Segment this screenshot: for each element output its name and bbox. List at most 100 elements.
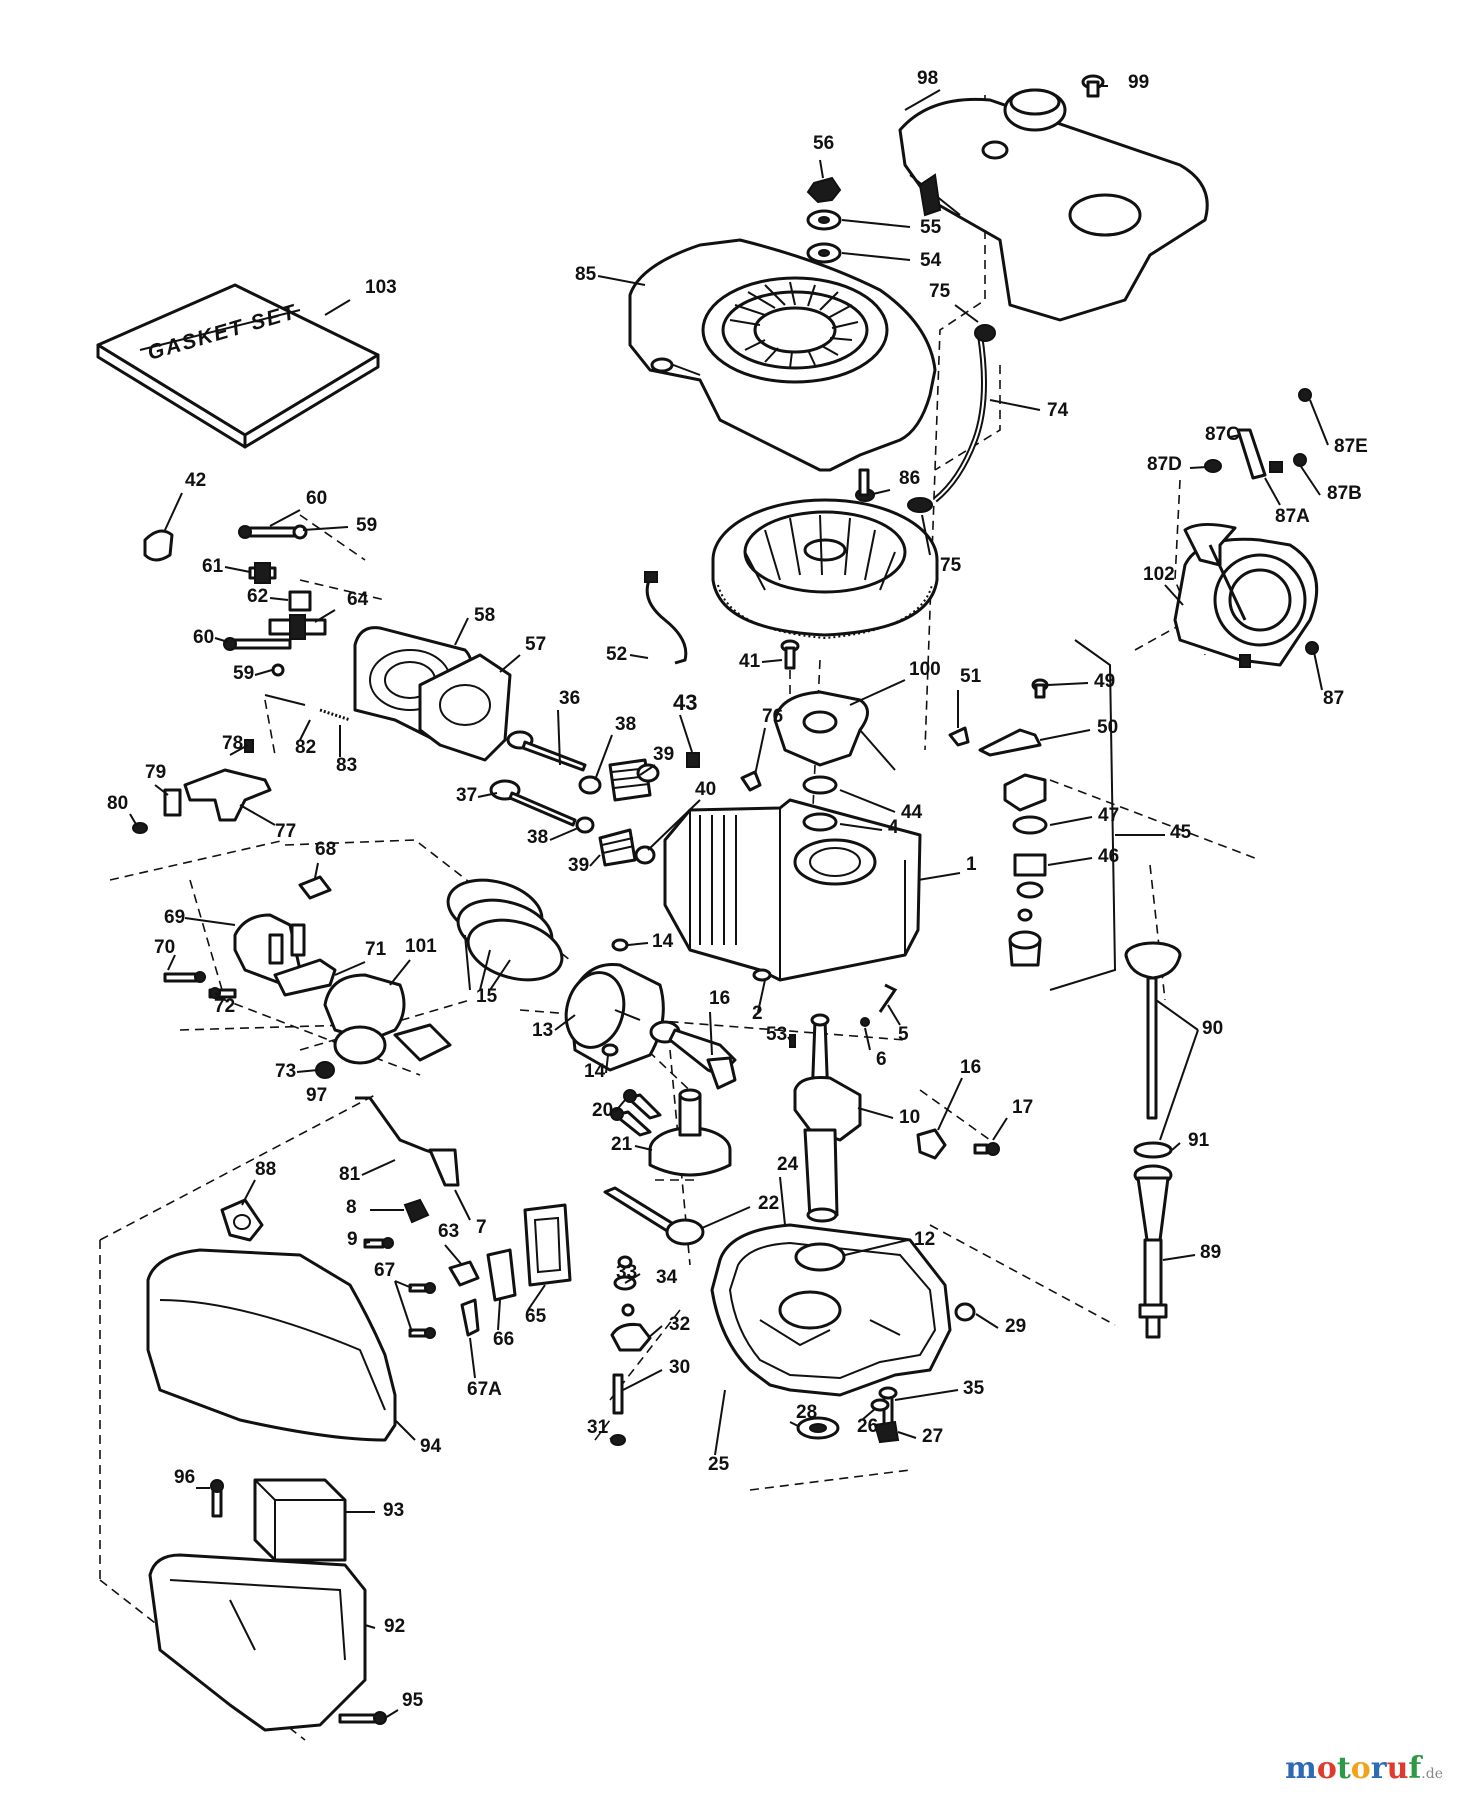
assembly-45-bracket bbox=[1049, 639, 1117, 991]
callout-39: 39 bbox=[653, 744, 674, 765]
crankcase-sump bbox=[710, 1223, 952, 1397]
watermark-letter: m bbox=[1285, 1751, 1317, 1786]
callout-60: 60 bbox=[306, 488, 327, 509]
callout-37: 37 bbox=[456, 785, 477, 806]
callout-67: 67 bbox=[374, 1260, 395, 1281]
callout-79: 79 bbox=[145, 762, 166, 783]
callout-72: 72 bbox=[214, 996, 235, 1017]
callout-53: 53 bbox=[766, 1024, 787, 1045]
callout-83: 83 bbox=[336, 755, 357, 776]
callout-95: 95 bbox=[402, 1690, 424, 1711]
callout-67A: 67A bbox=[467, 1379, 502, 1400]
callout-45: 45 bbox=[1170, 822, 1192, 843]
crankshaft bbox=[793, 1013, 862, 1223]
engine-shroud-top bbox=[898, 88, 1209, 322]
watermark-letter: u bbox=[1386, 1751, 1409, 1786]
screw-99 bbox=[1081, 74, 1105, 98]
governor-assembly bbox=[948, 678, 1049, 967]
starter-hardware bbox=[1204, 388, 1319, 655]
callout-100: 100 bbox=[909, 659, 941, 680]
callout-81: 81 bbox=[339, 1164, 361, 1185]
callout-77: 77 bbox=[275, 821, 296, 842]
callout-65: 65 bbox=[525, 1306, 547, 1327]
camshaft bbox=[610, 1088, 732, 1177]
callout-57: 57 bbox=[525, 634, 546, 655]
tappet bbox=[603, 1186, 705, 1246]
callout-66: 66 bbox=[493, 1329, 514, 1350]
watermark-letter: f bbox=[1408, 1751, 1422, 1786]
callout-20: 20 bbox=[592, 1100, 613, 1121]
callout-32: 32 bbox=[669, 1314, 690, 1335]
callout-5: 5 bbox=[898, 1024, 909, 1045]
callout-17: 17 bbox=[1012, 1097, 1033, 1118]
callout-14: 14 bbox=[584, 1061, 606, 1082]
watermark-letter: r bbox=[1370, 1751, 1387, 1786]
callout-87C: 87C bbox=[1205, 424, 1240, 445]
fuel-line bbox=[907, 324, 996, 513]
callout-42: 42 bbox=[185, 470, 206, 491]
carb-fittings-upper bbox=[223, 524, 327, 677]
callout-54: 54 bbox=[920, 250, 942, 271]
callout-26: 26 bbox=[857, 1416, 878, 1437]
callout-14: 14 bbox=[652, 931, 674, 952]
watermark-letter: o bbox=[1316, 1751, 1337, 1786]
callout-41: 41 bbox=[739, 651, 761, 672]
callout-28: 28 bbox=[796, 1402, 817, 1423]
callout-25: 25 bbox=[708, 1454, 730, 1475]
callout-55: 55 bbox=[920, 217, 942, 238]
callout-82: 82 bbox=[295, 737, 316, 758]
gasket-set-box: GASKET SET bbox=[96, 283, 380, 449]
callout-2: 2 bbox=[752, 1003, 763, 1024]
oil-slinger bbox=[610, 1255, 652, 1446]
motoruf-watermark: motoruf.de bbox=[1285, 1751, 1443, 1786]
callout-29: 29 bbox=[1005, 1316, 1026, 1337]
dipstick-tube bbox=[1124, 941, 1182, 1339]
callout-75: 75 bbox=[940, 555, 962, 576]
cap-42 bbox=[143, 529, 174, 562]
callout-76: 76 bbox=[762, 706, 783, 727]
callout-73: 73 bbox=[275, 1061, 296, 1082]
throttle-linkage bbox=[132, 694, 351, 834]
callout-87E: 87E bbox=[1334, 436, 1368, 457]
callout-87A: 87A bbox=[1275, 506, 1310, 527]
callout-9: 9 bbox=[347, 1229, 358, 1250]
connecting-rod bbox=[649, 1020, 737, 1090]
callout-87: 87 bbox=[1323, 688, 1344, 709]
valves bbox=[489, 730, 587, 827]
callout-46: 46 bbox=[1098, 846, 1119, 867]
callout-88: 88 bbox=[255, 1159, 276, 1180]
callout-38: 38 bbox=[615, 714, 636, 735]
callout-21: 21 bbox=[611, 1134, 633, 1155]
blower-housing bbox=[628, 238, 937, 472]
callout-22: 22 bbox=[758, 1193, 779, 1214]
callout-4: 4 bbox=[888, 817, 899, 838]
callout-44: 44 bbox=[901, 802, 923, 823]
head-gasket bbox=[418, 653, 512, 762]
cylinder-block bbox=[663, 798, 922, 982]
nut-and-washers bbox=[806, 176, 842, 264]
callout-38: 38 bbox=[527, 827, 548, 848]
callout-93: 93 bbox=[383, 1500, 404, 1521]
rod-cap-and-bolt bbox=[916, 1128, 1000, 1160]
wrist-pin-clips bbox=[601, 938, 629, 1057]
callout-30: 30 bbox=[669, 1357, 690, 1378]
watermark-suffix: .de bbox=[1421, 1766, 1443, 1782]
callout-102: 102 bbox=[1143, 564, 1175, 585]
callout-61: 61 bbox=[202, 556, 224, 577]
watermark-letter: t bbox=[1336, 1751, 1351, 1786]
ignition-wire bbox=[644, 571, 688, 665]
callout-98: 98 bbox=[917, 68, 938, 89]
callout-40: 40 bbox=[695, 779, 716, 800]
sump-hardware bbox=[796, 1302, 976, 1444]
callout-16: 16 bbox=[709, 988, 730, 1009]
recoil-starter bbox=[1173, 523, 1319, 668]
callout-94: 94 bbox=[420, 1436, 442, 1457]
callout-50: 50 bbox=[1097, 717, 1118, 738]
small-clips bbox=[686, 752, 762, 792]
callout-1: 1 bbox=[966, 854, 977, 875]
callout-68: 68 bbox=[315, 839, 336, 860]
callout-6: 6 bbox=[876, 1049, 887, 1070]
callout-16: 16 bbox=[960, 1057, 981, 1078]
